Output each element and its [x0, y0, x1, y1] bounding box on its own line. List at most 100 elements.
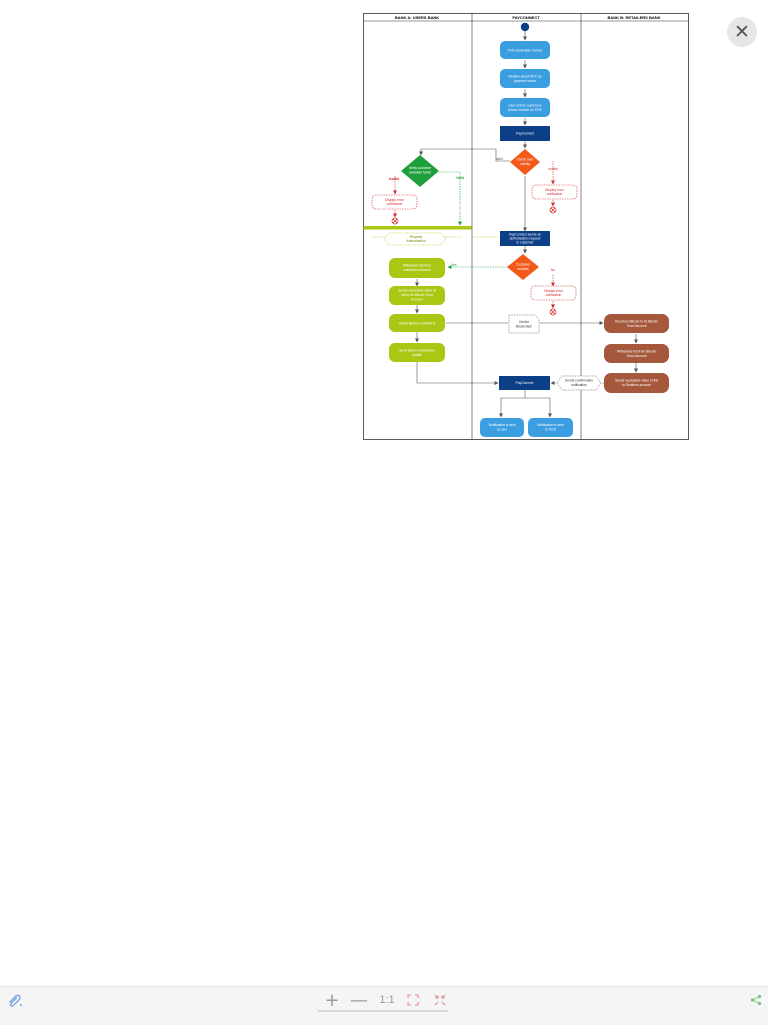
page-indicator	[318, 1010, 448, 1012]
user-enters-node: User enters customers phone number on PO…	[500, 98, 550, 117]
svg-text:User enters customers: User enters customers	[508, 104, 542, 108]
flowchart-svg: BANK A: USERS BANK PAYCONNECT BANK B: RE…	[363, 13, 689, 440]
svg-text:Customer: Customer	[516, 263, 531, 267]
svg-text:Receives Bitcoin to its Bitcoi: Receives Bitcoin to its Bitcoin	[615, 320, 658, 324]
end-error-icon-3	[549, 308, 557, 316]
svg-text:PayConnect sends an: PayConnect sends an	[509, 233, 541, 237]
edge-label-invalid: Invalid	[548, 167, 558, 171]
zoom-reset-button[interactable]: 1:1	[379, 994, 395, 1006]
svg-text:notification: notification	[571, 383, 587, 387]
svg-text:Display error: Display error	[385, 198, 405, 202]
attach-button[interactable]	[5, 987, 25, 1013]
share-icon	[750, 994, 762, 1006]
sends-equiv-b-node: Sends equivalent value of fiat to Retail…	[604, 373, 669, 393]
fit-width-button[interactable]	[405, 987, 421, 1013]
svg-text:to Retailers account: to Retailers account	[622, 383, 651, 387]
withdraw-fiat-node: Withdraws fiat from customers account	[389, 258, 445, 278]
svg-text:Verify customer: Verify customer	[409, 166, 433, 170]
svg-text:PayConnect: PayConnect	[516, 381, 534, 385]
lane-header-bank-a: BANK A: USERS BANK	[395, 15, 439, 20]
svg-text:available funds: available funds	[409, 171, 431, 175]
svg-text:Notification is sent: Notification is sent	[537, 423, 564, 427]
send-equivalent-node: Sends equivalent value of fiat to its Bi…	[389, 286, 445, 305]
notif-pos-node: Notification is sent to POS	[528, 418, 573, 437]
end-error-icon-2	[391, 217, 399, 225]
svg-text:Blockchain: Blockchain	[516, 325, 532, 329]
paperclip-icon	[9, 994, 22, 1007]
expand-icon	[407, 994, 419, 1006]
svg-text:customers account: customers account	[403, 268, 431, 272]
phase-separator-bar	[363, 226, 472, 230]
svg-text:to user: to user	[497, 428, 508, 432]
edge-label-valid: Valid	[495, 157, 502, 161]
display-error-1: Display error notification	[531, 184, 578, 200]
edge-label-invalid: Invalid	[389, 177, 399, 181]
svg-text:Withdraws fiat from Bitcoin: Withdraws fiat from Bitcoin	[617, 350, 656, 354]
svg-text:to customer: to customer	[516, 241, 534, 245]
edge-label-no: No	[551, 268, 555, 272]
sends-confirmation-note: Sends confirmation notification	[556, 375, 602, 391]
svg-text:POS Generates Invoice: POS Generates Invoice	[508, 48, 543, 52]
svg-text:Retailer select BPC as: Retailer select BPC as	[509, 75, 542, 79]
lane-header-payconnect: PAYCONNECT	[512, 15, 540, 20]
svg-text:Notification is sent: Notification is sent	[489, 423, 516, 427]
svg-text:Trust Account: Trust Account	[626, 354, 646, 358]
send-tx-details-node: Send Bitcoin transaction details	[389, 343, 445, 362]
notif-user-node: Notification is sent to user	[480, 418, 524, 437]
withdraws-fiat-b-node: Withdraws fiat from Bitcoin Trust Accoun…	[604, 344, 669, 363]
svg-text:Sends equivalent value of fiat: Sends equivalent value of fiat	[615, 379, 658, 383]
payconnect-box-2: PayConnect	[499, 376, 550, 390]
display-error-3: Display error notification	[530, 285, 577, 301]
svg-text:payment mode: payment mode	[514, 79, 536, 83]
request-auth-note: Request Authorisation	[383, 232, 447, 246]
display-error-2: Display error notification	[371, 194, 418, 210]
end-error-icon-1	[549, 206, 557, 214]
payconnect-box-1: PayConnect	[500, 126, 550, 141]
svg-text:fiat to its Bitcoin Trust: fiat to its Bitcoin Trust	[401, 293, 432, 297]
zoom-in-button[interactable]: +	[324, 989, 340, 1011]
receives-bitcoin-node: Receives Bitcoin to its Bitcoin Trust Ac…	[604, 314, 669, 333]
pos-invoice-node: POS Generates Invoice	[500, 41, 550, 59]
share-button[interactable]	[748, 987, 764, 1013]
svg-text:accepts: accepts	[517, 267, 529, 271]
edge-label-valid: Valid	[456, 176, 464, 180]
svg-text:notification: notification	[387, 202, 403, 206]
svg-text:Sends confirmation: Sends confirmation	[565, 379, 593, 383]
svg-text:Via the: Via the	[519, 320, 529, 324]
verify-funds-diamond: Verify customer available funds	[401, 155, 439, 187]
svg-text:details: details	[412, 353, 422, 357]
svg-text:validity: validity	[520, 162, 530, 166]
svg-text:authorisation request: authorisation request	[510, 237, 541, 241]
check-validity-diamond: Check user validity	[510, 149, 540, 175]
svg-text:Sends equivalent value of: Sends equivalent value of	[398, 289, 436, 293]
close-icon: ✕	[734, 21, 750, 43]
svg-text:Account: Account	[411, 298, 423, 302]
svg-text:Withdraws fiat from: Withdraws fiat from	[403, 264, 431, 268]
svg-text:Trust Account: Trust Account	[626, 324, 646, 328]
send-bitcoin-node: Sends Bitcoin to BANK B	[389, 314, 445, 332]
svg-text:PayConnect: PayConnect	[516, 132, 534, 136]
flowchart-diagram: BANK A: USERS BANK PAYCONNECT BANK B: RE…	[363, 13, 689, 440]
viewer-toolbar: + — 1:1	[0, 986, 768, 1025]
svg-text:notification: notification	[546, 293, 562, 297]
svg-text:Display error: Display error	[545, 188, 565, 192]
fit-page-button[interactable]	[432, 987, 448, 1013]
svg-text:Send Bitcoin transaction: Send Bitcoin transaction	[399, 349, 435, 353]
svg-text:to POS: to POS	[545, 428, 556, 432]
svg-text:Sends Bitcoin to BANK B: Sends Bitcoin to BANK B	[399, 321, 437, 325]
svg-text:phone number on POS: phone number on POS	[508, 108, 543, 112]
customer-accepts-diamond: Customer accepts	[507, 254, 539, 280]
via-blockchain-note: Via the Blockchain	[508, 314, 540, 334]
svg-text:notification: notification	[547, 192, 563, 196]
close-button[interactable]: ✕	[727, 17, 757, 47]
svg-text:Check user: Check user	[517, 158, 535, 162]
send-auth-box: PayConnect sends an authorisation reques…	[500, 231, 550, 246]
start-node	[520, 22, 530, 32]
retailer-selects-node: Retailer select BPC as payment mode	[500, 69, 550, 88]
svg-text:Authorisation: Authorisation	[406, 239, 425, 243]
edge-label-yes: Yes	[451, 263, 457, 267]
svg-text:Request: Request	[410, 235, 422, 239]
svg-text:Display error: Display error	[544, 289, 564, 293]
lane-header-bank-b: BANK B: RETAILERS BANK	[607, 15, 660, 20]
zoom-out-button[interactable]: —	[350, 989, 368, 1011]
